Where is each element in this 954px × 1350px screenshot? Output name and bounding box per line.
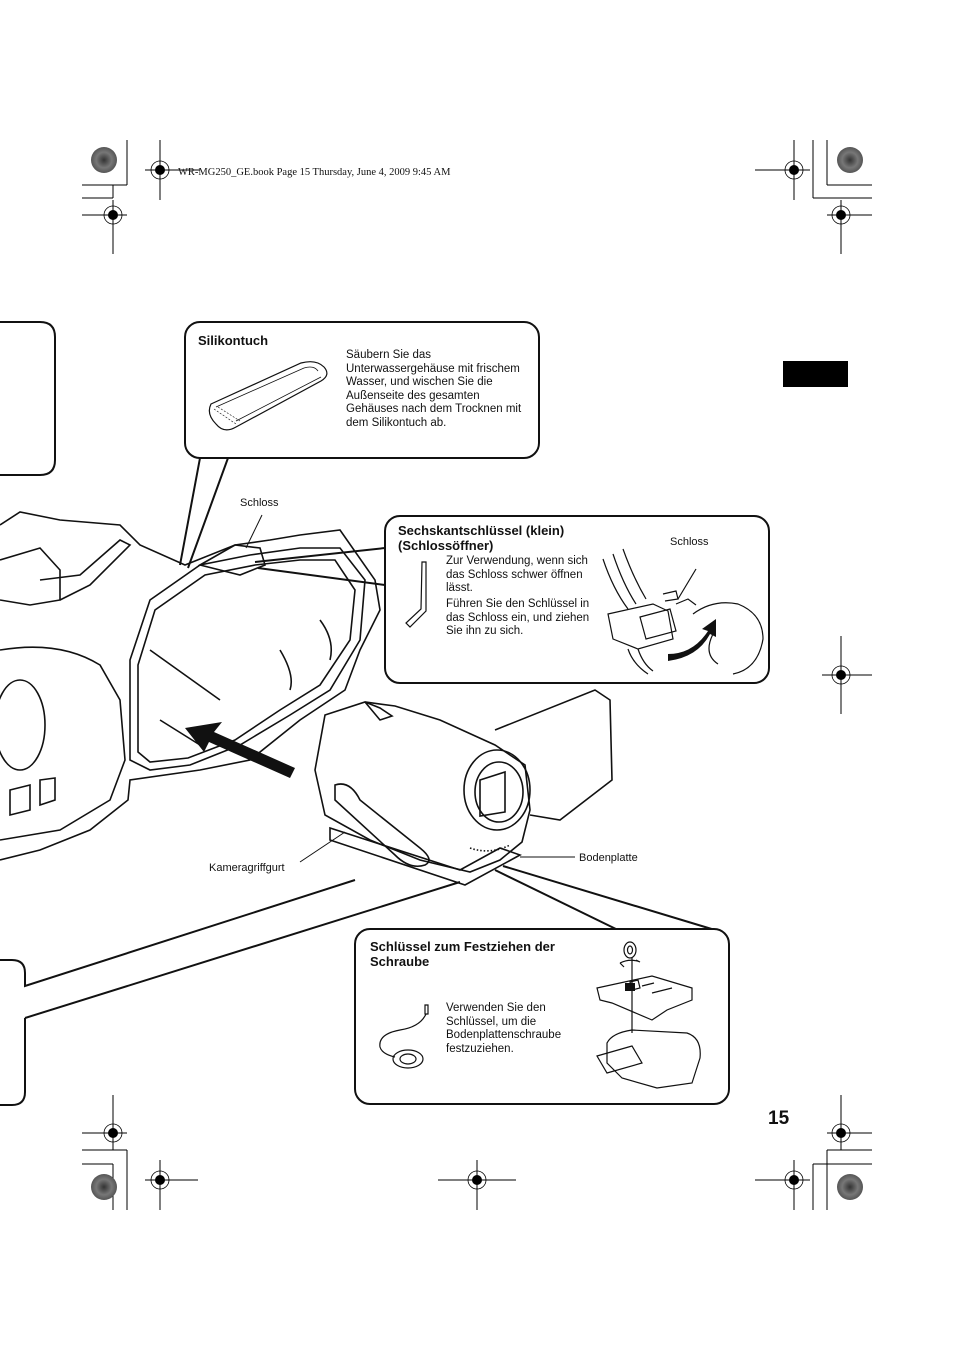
inset-lock-label: Schloss bbox=[670, 536, 709, 548]
strap-leader-line bbox=[299, 831, 346, 863]
registration-mark-icon bbox=[831, 665, 851, 685]
camera-strap-label: Kameragriffgurt bbox=[209, 862, 285, 874]
silicone-cloth-icon bbox=[208, 361, 328, 431]
color-target-icon bbox=[837, 147, 863, 173]
registration-mark-icon bbox=[784, 1170, 804, 1190]
color-target-icon bbox=[837, 1174, 863, 1200]
hex-key-icon bbox=[405, 561, 427, 628]
callout-title-line2: Schraube bbox=[370, 954, 430, 969]
lock-leader-line bbox=[245, 514, 263, 549]
callout-screw-key: Schlüssel zum Festziehen der Schraube Ve… bbox=[354, 928, 730, 1105]
registration-mark-icon bbox=[150, 1170, 170, 1190]
housing-illustration bbox=[0, 511, 381, 861]
screw-key-icon bbox=[379, 1004, 429, 1069]
insert-arrow-icon bbox=[185, 722, 295, 778]
callout-description-usage: Zur Verwendung, wenn sich das Schloss sc… bbox=[446, 555, 588, 595]
registration-mark-icon bbox=[831, 1123, 851, 1143]
callout-title-line1: Sechskantschlüssel (klein) bbox=[398, 523, 565, 538]
registration-mark-icon bbox=[103, 1123, 123, 1143]
crop-marks-bottom-left bbox=[82, 1095, 198, 1210]
callout-title: Silikontuch bbox=[198, 333, 269, 348]
section-tab-marker bbox=[783, 361, 848, 387]
color-target-icon bbox=[91, 147, 117, 173]
registration-mark-icon bbox=[467, 1170, 487, 1190]
registration-mark-icon bbox=[103, 205, 123, 225]
lock-label: Schloss bbox=[240, 497, 279, 509]
crop-marks-top-right bbox=[755, 140, 872, 254]
callout-silicone-cloth: Silikontuch Säubern Sie das Unterwasserg… bbox=[184, 321, 540, 459]
callout-title-line2: (Schlossöffner) bbox=[398, 538, 494, 553]
registration-mark-icon bbox=[831, 205, 851, 225]
registration-mark-icon bbox=[784, 160, 804, 180]
registration-mark-icon bbox=[150, 160, 170, 180]
color-target-icon bbox=[91, 1174, 117, 1200]
callout-description-instruction: Führen Sie den Schlüssel in das Schloss … bbox=[446, 598, 590, 638]
base-plate-label: Bodenplatte bbox=[579, 852, 638, 864]
base-plate-illustration bbox=[596, 941, 701, 1089]
callout-title-line1: Schlüssel zum Festziehen der bbox=[370, 939, 555, 954]
callout-hex-key: Sechskantschlüssel (klein) (Schlossöffne… bbox=[384, 515, 770, 684]
page-number: 15 bbox=[768, 1108, 790, 1129]
crop-marks-top-left bbox=[82, 140, 200, 254]
print-info-header: WR-MG250_GE.book Page 15 Thursday, June … bbox=[178, 167, 451, 178]
camcorder-illustration bbox=[314, 689, 613, 886]
partial-callout-left-top bbox=[0, 321, 56, 476]
lock-inset-illustration bbox=[602, 548, 764, 675]
callout-description: Säubern Sie das Unterwassergehäuse mit f… bbox=[346, 349, 522, 429]
callout-description: Verwenden Sie den Schlüssel, um die Bode… bbox=[446, 1002, 562, 1055]
